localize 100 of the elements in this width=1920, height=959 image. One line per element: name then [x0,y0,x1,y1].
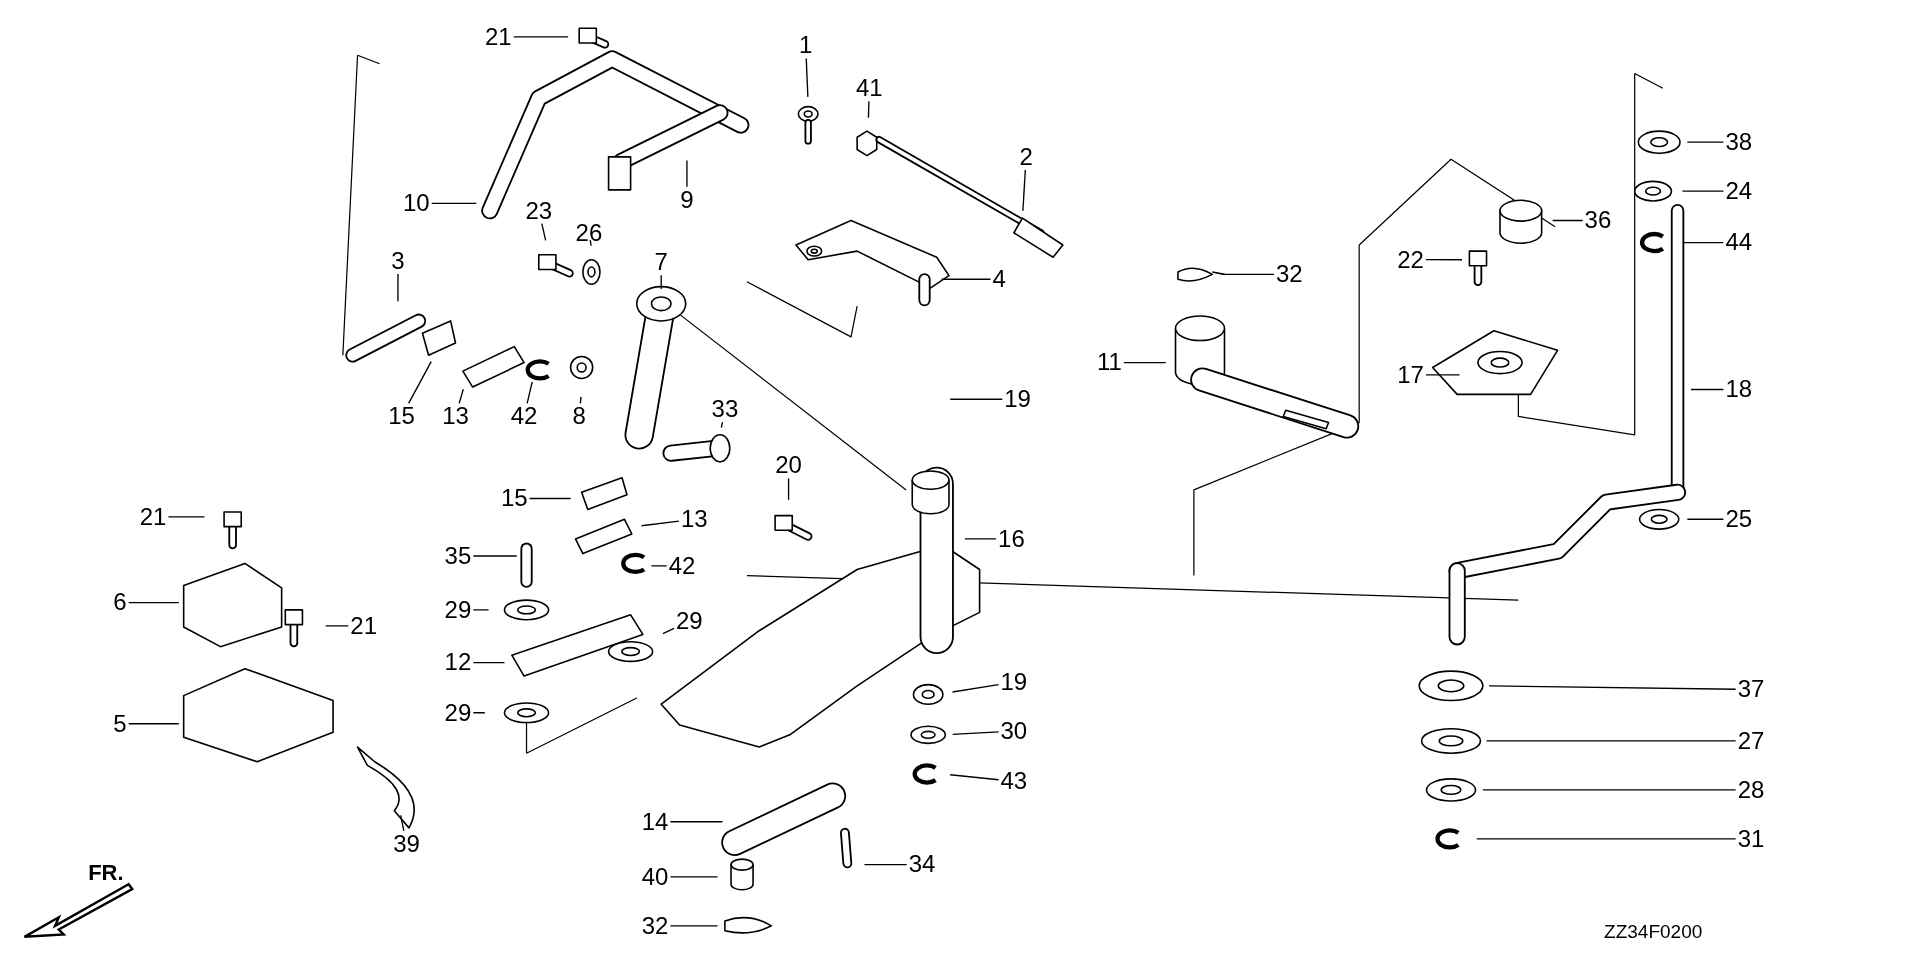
callout-number: 35 [442,542,474,569]
leader-line [1686,141,1725,143]
callout-number: 26 [573,219,605,246]
leader-line [513,36,569,38]
callout-number: 40 [639,863,671,890]
callout-number: 6 [111,589,129,616]
callout-number: 7 [652,249,670,276]
leader-line [805,57,809,98]
callout-number: 29 [442,596,474,623]
leader-line [669,821,724,823]
leader-line [1482,789,1737,791]
callout-number: 16 [996,525,1027,552]
callout-number: 13 [678,506,710,533]
callout-number: 21 [137,503,169,530]
leader-line [940,278,992,280]
leader-line [325,625,349,627]
leader-line [397,273,399,302]
callout-number: 33 [709,395,741,422]
leader-line [660,274,662,290]
leader-line [949,774,1000,781]
leader-line [526,381,533,405]
leader-line [787,477,790,501]
leader-line [1425,259,1463,261]
callout-number: 19 [998,669,1030,696]
leader-line [650,565,668,567]
leader-line [1425,374,1461,376]
callout-number: 24 [1723,178,1755,204]
callout-number: 29 [442,699,474,726]
leader-line [579,396,582,405]
callout-number: 19 [1002,386,1033,413]
callout-number: 1 [797,32,815,59]
callout-number: 14 [639,808,671,835]
callout-number: 15 [386,403,417,430]
leader-line [1221,273,1275,276]
callout-number: 4 [990,266,1008,293]
callout-number: 39 [391,830,422,857]
leader-line [1681,190,1725,192]
callout-number: 10 [400,190,432,217]
callout-number: 37 [1735,676,1767,703]
leader-line [472,609,490,611]
callout-number: 21 [348,612,379,639]
leader-line [167,516,206,518]
leader-line [1690,388,1725,391]
callout-number: 38 [1723,129,1755,156]
leader-line [1686,518,1725,520]
leader-line [472,555,518,557]
callout-number: 9 [678,186,696,213]
callout-number: 2 [1017,143,1035,170]
callout-number: 11 [1094,349,1124,376]
callout-number: 41 [854,75,885,102]
leader-line [589,239,592,247]
leader-line [1476,838,1737,840]
leader-line [458,388,464,405]
leader-line [472,712,486,714]
leader-line [1551,219,1584,222]
leader-line [669,876,719,878]
callout-number: 29 [674,607,705,634]
leader-line [472,661,506,664]
drawing-code: ZZ34F0200 [1604,920,1703,943]
callout-number: 43 [998,768,1030,795]
callout-number: 20 [773,452,804,479]
leader-line [128,723,180,725]
leader-line [951,683,1000,693]
leader-line [640,520,680,527]
callout-number: 31 [1735,825,1767,852]
leader-line [1485,740,1737,742]
callout-number: 28 [1735,776,1767,803]
callout-number: 8 [570,403,588,430]
callout-number: 32 [639,912,671,939]
leader-line [669,925,719,927]
callout-number: 21 [483,23,514,50]
leader-line [1022,169,1026,212]
leader-line [662,627,675,635]
callout-number: 12 [442,649,474,676]
leader-line [431,202,477,205]
callout-number: 42 [666,552,698,579]
leader-line [863,863,908,866]
callout-number: 23 [523,197,555,224]
leader-line [400,814,405,832]
callout-number: 42 [508,403,540,430]
callout-number: 32 [1274,261,1305,288]
leader-line [949,398,1003,400]
leader-line [686,159,688,188]
callout-number: 27 [1735,727,1767,754]
callout-number: 34 [906,851,938,878]
leader-line [528,497,572,500]
callout-number: 30 [998,718,1030,744]
leader-line [407,361,432,405]
callout-number: 25 [1723,506,1755,533]
callout-number: 3 [389,247,407,274]
callout-number: 44 [1723,229,1755,256]
leader-line [951,731,1000,736]
direction-label: FR. [88,859,124,886]
callout-number: 18 [1723,376,1755,403]
leader-line [720,421,724,429]
callout-number: 15 [498,485,530,512]
callout-number: 5 [111,710,129,737]
leader-line [1681,241,1725,244]
callout-number: 13 [440,403,471,430]
callout-number: 36 [1582,207,1614,234]
